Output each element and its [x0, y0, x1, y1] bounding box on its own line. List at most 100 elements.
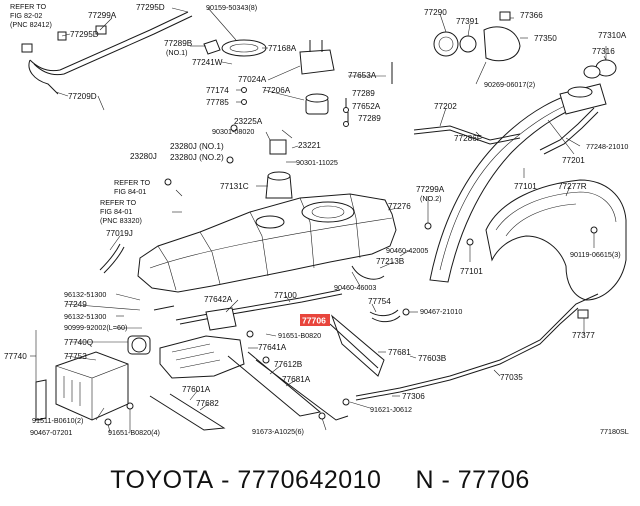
label-77682: 77682 — [196, 399, 219, 408]
label-77652A: 77652A — [352, 102, 381, 111]
label-77289B-no1: (NO.1) — [166, 48, 188, 57]
label-90999: 90999-92002(L=60) — [64, 323, 127, 332]
label-77289: 77289 — [352, 89, 375, 98]
filler-neck — [413, 83, 607, 283]
label-91651: 91651-B0820 — [278, 331, 321, 340]
label-77290: 77290 — [424, 8, 447, 17]
hose-group-left — [99, 243, 343, 325]
label-90460-46003: 90460-46003 — [334, 283, 376, 292]
label-77213B: 77213B — [376, 257, 405, 266]
reference-notes: REFER TO FIG 82-02 (PNC 82412) REFER TO … — [10, 2, 150, 225]
ref-note-2-line1: REFER TO — [114, 178, 150, 187]
label-77681A: 77681A — [282, 375, 311, 384]
n-prefix: N — [415, 466, 435, 494]
label-77174: 77174 — [206, 86, 229, 95]
label-91621: 91621-J0612 — [370, 405, 412, 414]
label-77295D-left: 77295D — [70, 30, 99, 39]
label-77740Q: 77740Q — [64, 338, 93, 347]
label-77391: 77391 — [456, 17, 479, 26]
charcoal-canister — [35, 335, 151, 421]
label-90301-11025: 90301-11025 — [296, 158, 338, 167]
highlight-box — [300, 314, 330, 326]
label-77299A-2: 77299A — [416, 185, 445, 194]
label-23280J: 23280J — [130, 152, 157, 161]
label-77131C: 77131C — [220, 182, 249, 191]
pnc-number: 77706 — [457, 466, 530, 494]
fuel-cap-group — [433, 11, 617, 79]
fastener-marks — [104, 87, 598, 426]
parts-diagram: REFER TO FIG 82-02 (PNC 82412) REFER TO … — [4, 2, 629, 437]
ref-note-1-line3: (PNC 82412) — [10, 20, 52, 29]
label-23280J-no2: 23280J (NO.2) — [170, 153, 224, 162]
label-77249: 77249 — [64, 300, 87, 309]
leader-lines — [30, 7, 607, 433]
fender-liner — [485, 179, 627, 301]
label-77310A: 77310A — [598, 31, 627, 40]
footer-separator: - — [221, 466, 230, 494]
label-77785: 77785 — [206, 98, 229, 107]
diagram-code: 77180SL — [600, 427, 629, 436]
label-77612B: 77612B — [274, 360, 303, 369]
fuel-tank — [137, 193, 397, 293]
label-77754: 77754 — [368, 297, 391, 306]
label-77206A: 77206A — [262, 86, 291, 95]
label-77276: 77276 — [388, 202, 411, 211]
n-separator: - — [441, 466, 451, 494]
part-number-footer: TOYOTA - 7770642010 N - 77706 — [0, 455, 640, 506]
label-77101b: 77101 — [460, 267, 483, 276]
label-77101: 77101 — [514, 182, 537, 191]
protector-plate — [159, 307, 245, 379]
label-77299A: 77299A — [88, 11, 117, 20]
label-90301-08020: 90301-08020 — [212, 127, 254, 136]
label-77366: 77366 — [520, 11, 543, 20]
label-77019J: 77019J — [106, 229, 133, 238]
label-77681: 77681 — [388, 348, 411, 357]
label-77601A: 77601A — [182, 385, 211, 394]
label-77100: 77100 — [274, 291, 297, 300]
evap-lines — [21, 11, 221, 95]
part-labels: 77299A 77295D 77295D 90159-50343(8) 7728… — [4, 3, 629, 437]
release-cable — [351, 265, 599, 401]
label-77740: 77740 — [4, 352, 27, 361]
label-90159: 90159-50343(8) — [206, 3, 257, 12]
label-77168A: 77168A — [268, 44, 297, 53]
label-96132a: 96132-51300 — [64, 290, 106, 299]
tank-bands — [149, 314, 385, 431]
label-77641A: 77641A — [258, 343, 287, 352]
ref-note-3-line3: (PNC 83320) — [100, 216, 142, 225]
label-77753: 77753 — [64, 352, 87, 361]
label-77035: 77035 — [500, 373, 523, 382]
label-77202: 77202 — [434, 102, 457, 111]
label-77295D-top: 77295D — [136, 3, 165, 12]
label-91651-b: 91651-B0820(4) — [108, 428, 160, 437]
label-96132b: 96132-51300 — [64, 312, 106, 321]
label-90467-07201: 90467-07201 — [30, 428, 72, 437]
label-77316: 77316 — [592, 47, 615, 56]
label-90119: 90119-06615(3) — [570, 250, 621, 259]
label-90269: 90269-06017(2) — [484, 80, 535, 89]
label-90467-21010: 90467-21010 — [420, 307, 462, 316]
highlighted-part-label: 77706 — [302, 316, 326, 326]
label-77248: 77248-21010 — [586, 142, 628, 151]
label-77299A-no2: (NO.2) — [420, 194, 442, 203]
label-77289B: 77289B — [164, 39, 193, 48]
label-77286F: 77286F — [454, 134, 482, 143]
label-77306: 77306 — [402, 392, 425, 401]
label-77653A: 77653A — [348, 71, 377, 80]
label-90460-42005: 90460-42005 — [386, 246, 428, 255]
label-77350: 77350 — [534, 34, 557, 43]
label-91511: 91511-B0610(2) — [32, 416, 83, 425]
label-77277R: 77277R — [558, 182, 587, 191]
part-number: 7770642010 — [237, 466, 382, 494]
ref-note-3-line2: FIG 84-01 — [100, 207, 132, 216]
label-77377: 77377 — [572, 331, 595, 340]
label-77289b: 77289 — [358, 114, 381, 123]
ref-note-1-line2: FIG 82-02 — [10, 11, 42, 20]
label-77603B: 77603B — [418, 354, 447, 363]
ref-note-2-line2: FIG 84-01 — [114, 187, 146, 196]
label-23225A: 23225A — [234, 117, 263, 126]
label-77241W: 77241W — [192, 58, 223, 67]
brand-name: TOYOTA — [110, 466, 214, 494]
ref-note-1-line1: REFER TO — [10, 2, 46, 11]
fuel-pump-assembly — [221, 39, 393, 199]
